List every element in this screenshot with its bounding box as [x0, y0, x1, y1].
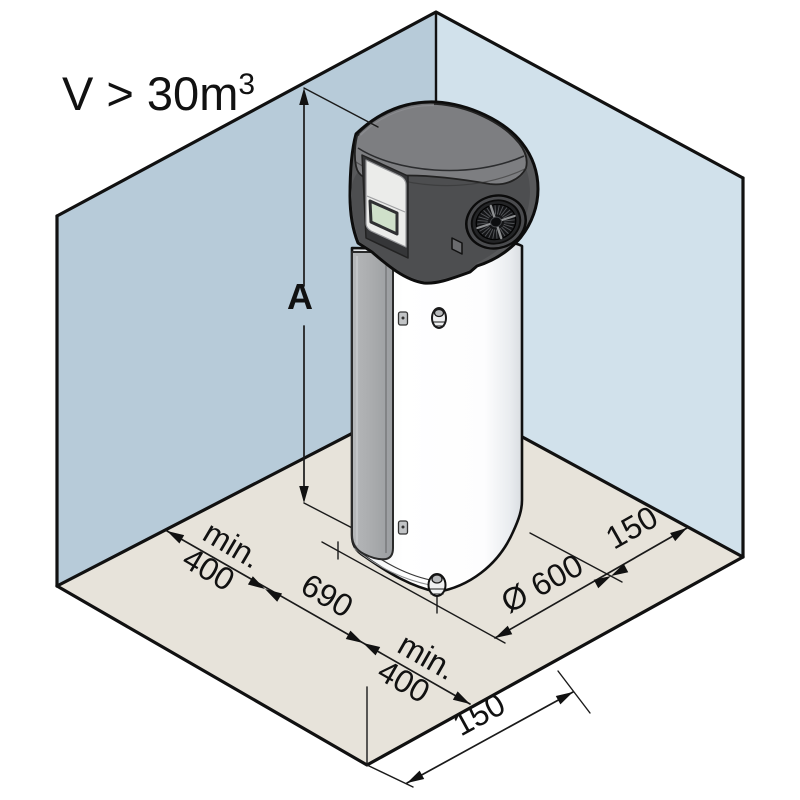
height-label: A — [287, 276, 313, 317]
wall-side-edges — [55, 176, 745, 588]
floor-reference-lines — [303, 502, 506, 644]
fan-spokes — [476, 204, 516, 240]
axis-extension-line — [321, 541, 506, 644]
panel-hood-line — [366, 195, 406, 213]
control-display — [368, 199, 399, 236]
fan-grille-icon — [465, 194, 527, 250]
fan-hub — [490, 216, 502, 228]
head-highlight — [359, 103, 435, 136]
sensor-fitting — [431, 307, 447, 329]
side-panel — [351, 251, 394, 561]
water-tank — [350, 239, 524, 597]
heat-pump-unit — [348, 100, 540, 285]
volume-label: V > 30m3 — [62, 67, 255, 120]
control-panel — [361, 154, 409, 259]
panel-clip — [397, 311, 409, 326]
height-extension-bottom — [303, 502, 361, 533]
drain-fitting — [427, 573, 447, 597]
panel-clip — [397, 520, 409, 535]
head-seam — [357, 147, 525, 172]
left-wall — [57, 12, 436, 586]
head-step-tab — [451, 237, 463, 255]
dimension-height-A: A — [287, 87, 379, 503]
tank-bottom-rim-2 — [353, 547, 431, 586]
